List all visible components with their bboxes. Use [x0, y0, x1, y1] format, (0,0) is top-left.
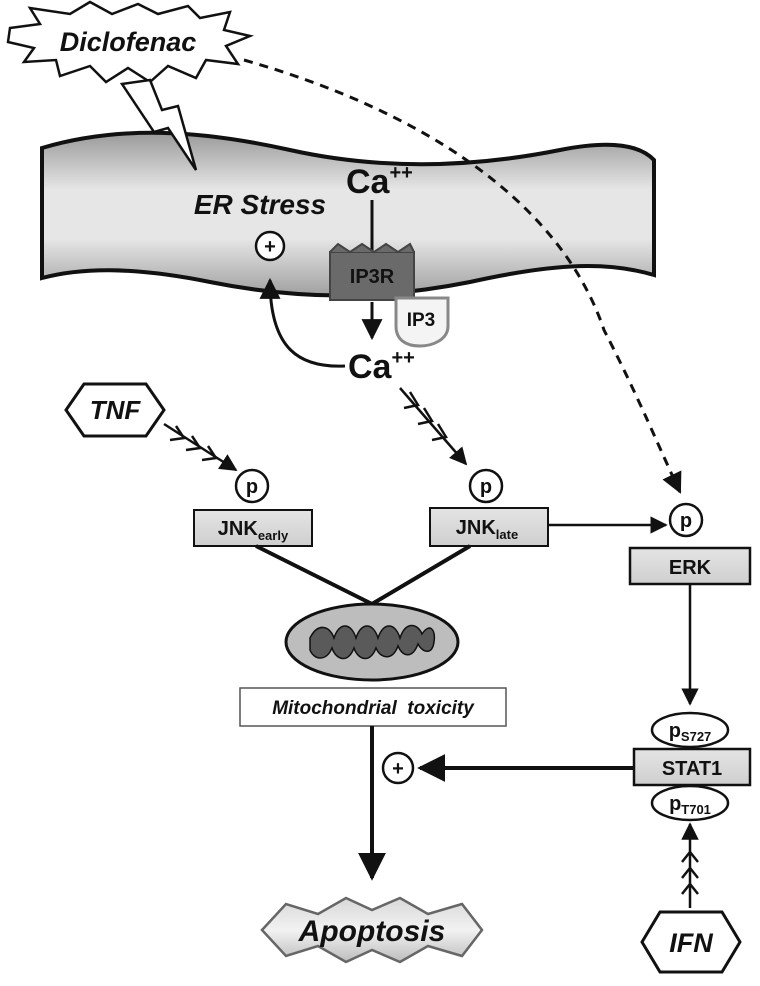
- tnf-hexagon: [64, 382, 166, 438]
- ip3-shield: [394, 296, 450, 348]
- apoptosis-plus-sign: +: [392, 758, 404, 780]
- pt701-ellipse: [650, 784, 730, 822]
- calcium-arrow-chevrons: [403, 391, 448, 442]
- ifn-label: IFN: [669, 928, 713, 958]
- jnk-early-label: JNKearly: [218, 518, 289, 543]
- ip3r-receptor: [329, 251, 415, 301]
- lightning-bolt-icon: [119, 78, 198, 171]
- ip3r-label: IP3R: [350, 266, 395, 288]
- jnk-late-box: [429, 507, 549, 547]
- er-calcium-label: Ca++: [346, 162, 413, 201]
- svg-text:p: p: [246, 476, 258, 498]
- erk-phospho: p: [668, 502, 704, 538]
- calcium-feedback-arrow: [259, 277, 346, 368]
- er-plus-circle: [254, 230, 286, 262]
- er-stress-label: ER Stress: [194, 189, 326, 220]
- apoptosis-star: [260, 896, 484, 964]
- jnk-early-to-mito-line: [255, 544, 373, 606]
- apoptosis-label: Apoptosis: [298, 915, 446, 948]
- diclofenac-to-erk-dashed-arrow: [243, 58, 682, 494]
- ip3-label: IP3: [407, 310, 436, 331]
- ps727-ellipse: [650, 711, 730, 749]
- ip3r-receptor-ridges: [329, 242, 415, 254]
- apoptosis-plus-circle: [381, 751, 415, 785]
- svg-text:p: p: [680, 510, 692, 532]
- mito-toxicity-box: [239, 687, 507, 727]
- diclofenac-starburst: [6, 0, 255, 84]
- diclofenac-label: Diclofenac: [60, 27, 197, 57]
- erk-label: ERK: [669, 557, 712, 579]
- ifn-hexagon: [640, 910, 742, 974]
- jnk-early-phospho: p: [234, 468, 270, 504]
- jnk-late-phospho: p: [468, 468, 504, 504]
- mito-toxicity-label: Mitochondrial toxicity: [272, 698, 475, 719]
- cytosolic-calcium-label: Ca++: [348, 347, 415, 386]
- tnf-label: TNF: [90, 395, 142, 425]
- calcium-to-jnk-late-arrow: [399, 387, 468, 466]
- er-plus-sign: +: [264, 236, 276, 258]
- pt701-label: pT701: [669, 793, 711, 817]
- jnk-late-label: JNKlate: [456, 517, 518, 542]
- er-membrane: [40, 130, 656, 298]
- jnk-early-box: [193, 509, 313, 547]
- ifn-arrow-chevrons: [681, 849, 699, 895]
- mitochondrion-cristae: [309, 624, 436, 660]
- tnf-arrow-chevrons: [169, 425, 219, 462]
- svg-text:p: p: [480, 476, 492, 498]
- ps727-label: pS727: [669, 720, 712, 744]
- stat1-label: STAT1: [662, 758, 722, 780]
- jnk-late-to-mito-line: [370, 544, 472, 606]
